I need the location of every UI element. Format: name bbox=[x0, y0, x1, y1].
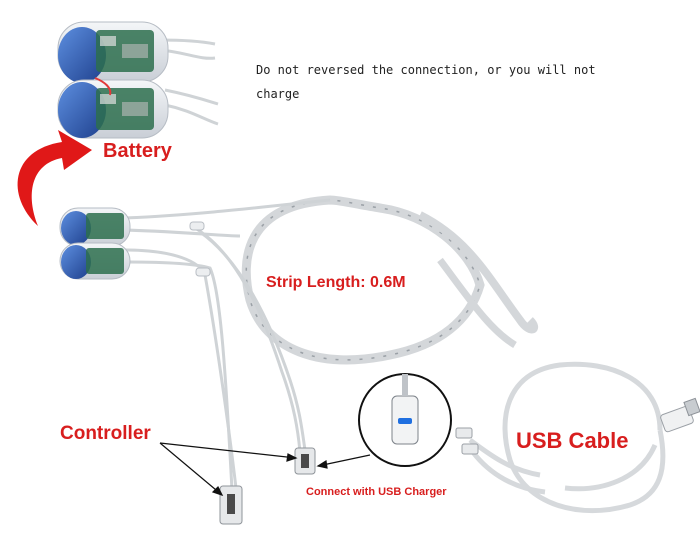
battery-pack-bottom bbox=[59, 207, 131, 280]
warning-note-line1: Do not reversed the connection, or you w… bbox=[256, 63, 596, 77]
controller-switch-right bbox=[294, 447, 316, 475]
connect-charger-label: Connect with USB Charger bbox=[306, 486, 447, 498]
strip-length-label: Strip Length: 0.6M bbox=[266, 274, 406, 291]
controller-pointers bbox=[159, 442, 298, 497]
controller-label: Controller bbox=[60, 423, 151, 444]
warning-note: Do not reversed the connection, or you w… bbox=[256, 58, 596, 106]
battery-label: Battery bbox=[103, 140, 172, 162]
wire-connectors bbox=[189, 221, 211, 277]
top-wires bbox=[159, 38, 219, 126]
controller-wires bbox=[124, 198, 331, 491]
red-arrow bbox=[17, 130, 93, 226]
usb-plugs bbox=[455, 397, 700, 455]
led-strip bbox=[241, 195, 539, 365]
battery-pack-top bbox=[57, 21, 169, 139]
warning-note-line2: charge bbox=[256, 87, 300, 101]
charger-pointer bbox=[316, 454, 371, 469]
controller-switch-left bbox=[219, 485, 243, 525]
usb-cable-label: USB Cable bbox=[516, 428, 629, 453]
usb-connector-closeup bbox=[358, 373, 452, 467]
